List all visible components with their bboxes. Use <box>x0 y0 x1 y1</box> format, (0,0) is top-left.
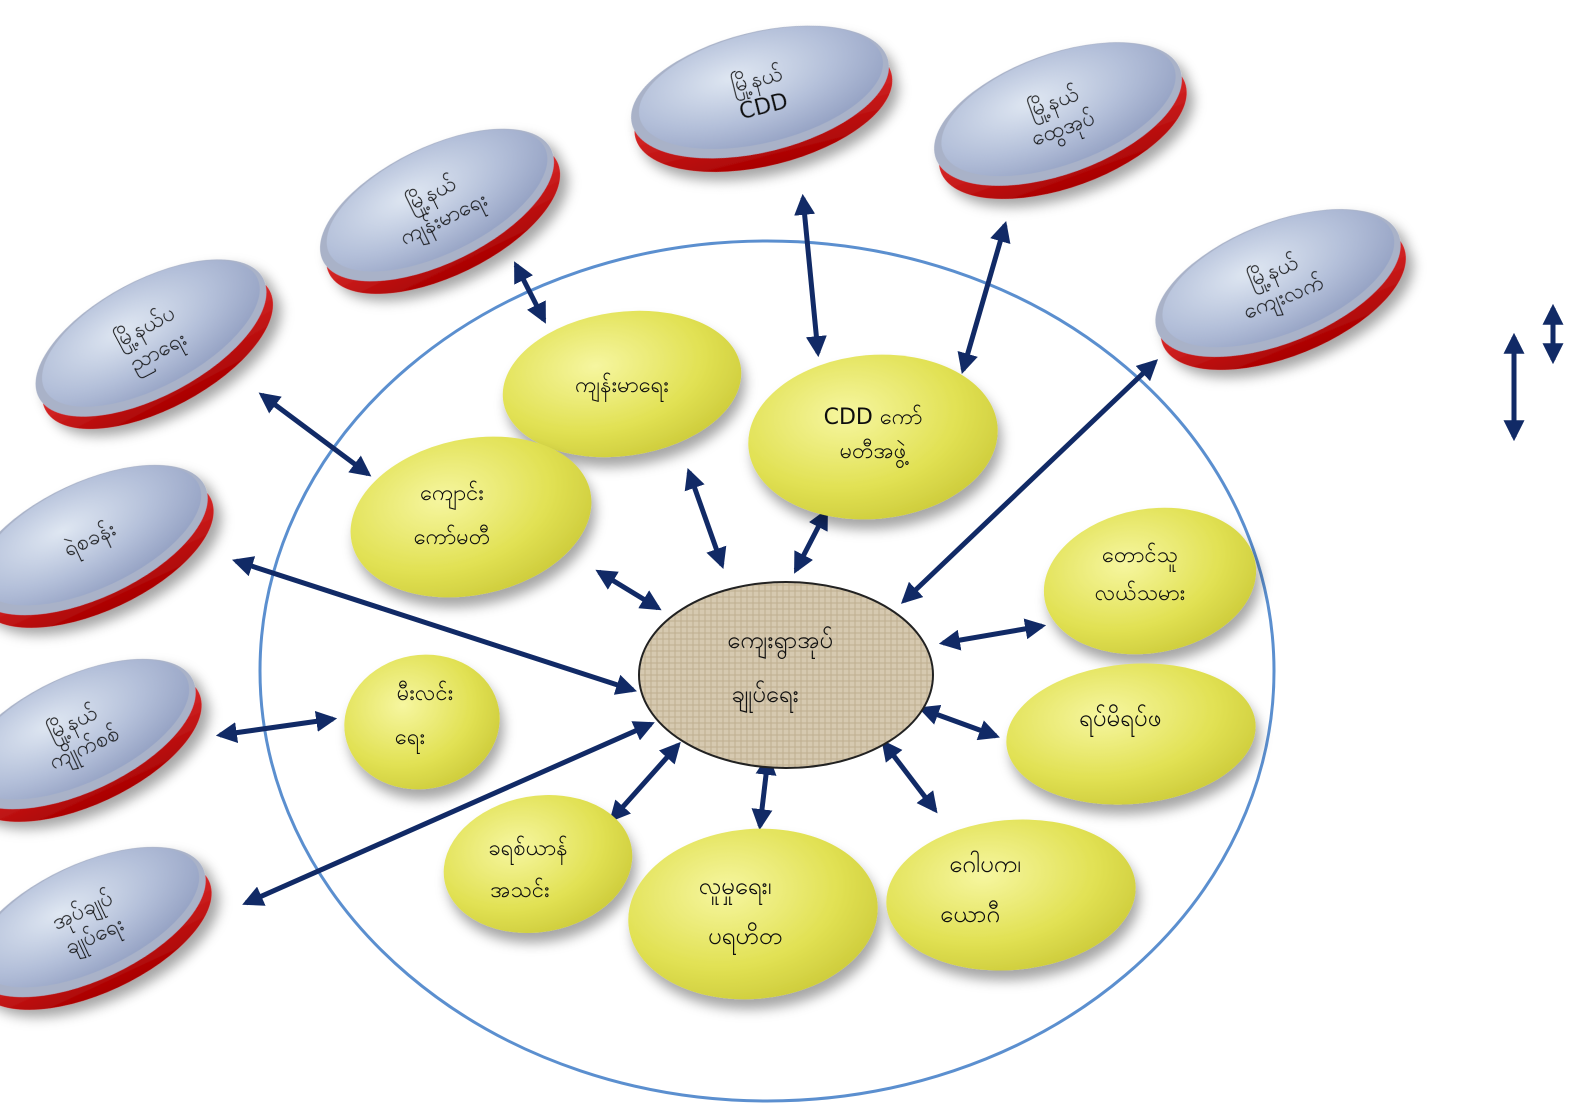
arrow-christian-center <box>609 741 681 823</box>
inner-label-line: ရေး <box>395 725 425 754</box>
inner-label: ဂေါပက၊ယောဂီ <box>940 850 1021 928</box>
arrow-monk-center <box>881 739 938 814</box>
inner-label-line: လယ်သမား <box>1095 580 1185 606</box>
inner-label: ကျောင်းကော်မတီ <box>414 480 491 550</box>
connector-arrows <box>215 193 1564 906</box>
outer-coin-twp-gad: မြို့နယ်ထွေအုပ် <box>934 42 1187 199</box>
inner-label-line: ယောဂီ <box>940 899 1000 928</box>
outer-coin-admin: အုပ်ချုပ်ချုပ်ရေး <box>0 846 212 1010</box>
outer-coin-police: ရဲစခန်း <box>0 464 214 628</box>
arrow-admin-center <box>242 721 655 906</box>
inner-label-line: ကော်မတီ <box>414 524 491 550</box>
inner-node-christian: ခရစ်ယာန်အသင်း <box>443 795 633 933</box>
inner-label: ကျန်းမာရေး <box>575 372 669 402</box>
arrow-farmers-center <box>938 618 1047 651</box>
inner-node-farmers: တောင်သူလယ်သမား <box>1043 507 1257 655</box>
inner-node-health: ကျန်းမာရေး <box>502 310 742 458</box>
arrow-twp-gad-cdd <box>957 220 1011 375</box>
inner-label-line: ဂေါပက၊ <box>949 850 1021 878</box>
inner-label: ခရစ်ယာန်အသင်း <box>488 835 567 903</box>
outer-coin-twp-education: မြို့နယ်ပညာရေး <box>35 259 273 429</box>
arrow-twp-livestock-center <box>900 359 1159 604</box>
arrow-police-center <box>232 556 637 695</box>
inner-label-line: ရပ်မိရပ်ဖ <box>1079 703 1161 737</box>
inner-label: တောင်သူလယ်သမား <box>1095 542 1185 606</box>
arrow-school-center <box>595 569 662 611</box>
center-node-village-administration: ကျေးရွာအုပ်ချုပ်ရေး <box>638 581 934 769</box>
inner-label-line: လူမှုရေး၊ <box>699 872 772 905</box>
inner-node-monk: ဂေါပက၊ယောဂီ <box>886 819 1136 971</box>
inner-node-social: လူမှုရေး၊ပရဟိတ <box>628 828 878 1000</box>
inner-label-line: တောင်သူ <box>1102 542 1178 572</box>
outer-label: မြို့နယ်CDD <box>728 59 792 125</box>
inner-node-school: ကျောင်းကော်မတီ <box>350 436 592 598</box>
inner-node-elders: ရပ်မိရပ်ဖ <box>1006 663 1256 805</box>
inner-label: မီးလင်းရေး <box>395 680 453 754</box>
arrow-twp-audit-firefighting <box>215 710 338 744</box>
inner-label: CDD ကော်မတီအဖွဲ့ <box>824 404 923 469</box>
outer-coin-twp-cdd: မြို့နယ်CDD <box>631 25 893 172</box>
arrow-cdd-center <box>793 508 829 574</box>
inner-label-line: ကျောင်း <box>420 480 484 510</box>
inner-label: ရပ်မိရပ်ဖ <box>1079 703 1161 737</box>
arrow-elders-center <box>918 704 1000 741</box>
inner-label-line: ကျန်းမာရေး <box>575 372 669 402</box>
inner-node-firefighting: မီးလင်းရေး <box>344 654 500 790</box>
inner-label-line: မီးလင်း <box>397 680 454 706</box>
inner-label: လူမှုရေး၊ပရဟိတ <box>699 872 783 955</box>
inner-label-line: မတီအဖွဲ့ <box>840 438 910 469</box>
arrow-twp-education-school <box>258 392 372 477</box>
inner-node-cdd: CDD ကော်မတီအဖွဲ့ <box>748 354 998 520</box>
outer-coin-twp-health: မြို့နယ်ကျန်းမာရေး <box>320 128 561 294</box>
arrow-twp-health-health <box>513 261 547 324</box>
outer-coin-twp-audit: မြို့နယ်ကျိုက်စစ် <box>0 658 202 822</box>
inner-label-line: ခရစ်ယာန် <box>488 835 567 865</box>
inner-label-line: CDD ကော် <box>824 404 923 430</box>
arrow-social-center <box>751 753 777 831</box>
inner-label-line: ပရဟိတ <box>708 921 782 955</box>
arrow-twp-cdd-cdd <box>794 193 827 358</box>
inner-label-line: အသင်း <box>490 877 549 903</box>
arrow-health-center <box>684 468 727 569</box>
outer-coin-twp-livestock: မြို့နယ်ကျေးလက် <box>1155 209 1406 370</box>
